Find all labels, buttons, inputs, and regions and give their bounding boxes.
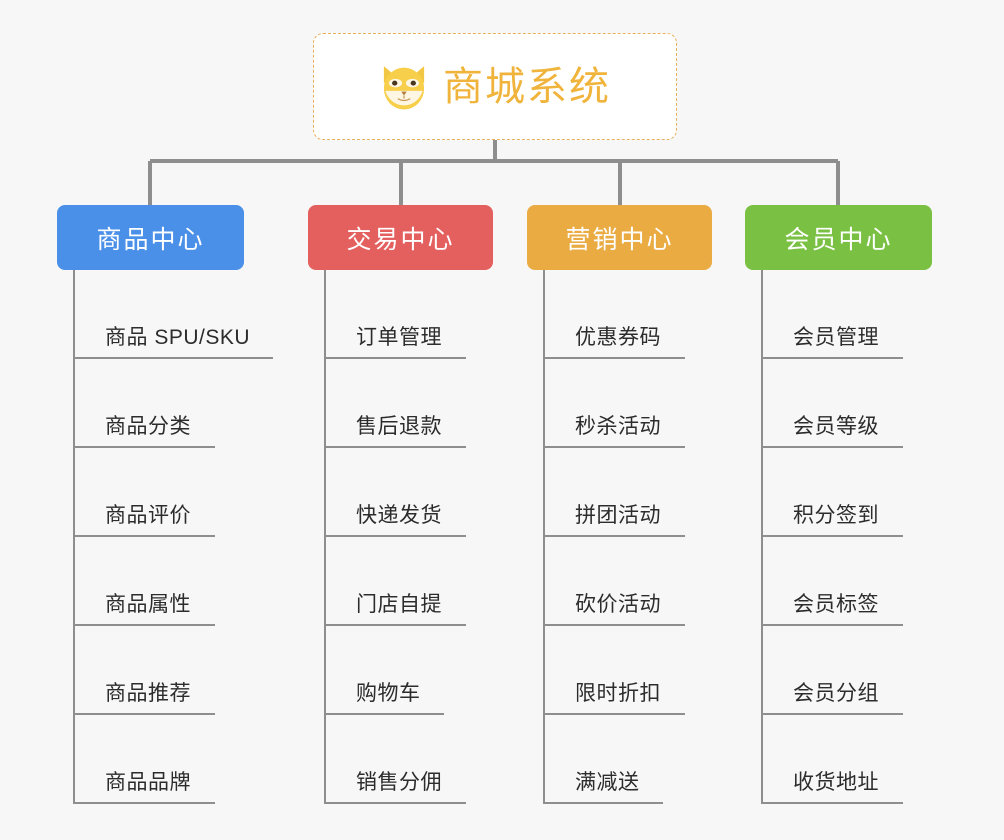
leaf-underline [73,446,215,448]
leaf-underline [324,624,466,626]
category-header-label: 商品中心 [96,225,205,254]
leaf-underline [761,713,903,715]
leaf-item-label: 购物车 [356,682,421,705]
leaf-item-label: 商品推荐 [105,682,191,705]
shiba-dog-face-icon [383,65,425,109]
branch-spine [324,270,326,804]
leaf-underline [324,713,444,715]
leaf-item-label: 售后退款 [356,415,442,438]
leaf-underline [761,446,903,448]
leaf-item-label: 商品属性 [105,593,191,616]
leaf-underline [324,357,466,359]
category-header-label: 营销中心 [565,225,674,254]
category-header[interactable]: 交易中心 [308,205,493,270]
root-title: 商城系统 [443,64,611,109]
category-header[interactable]: 会员中心 [745,205,932,270]
leaf-item-label: 拼团活动 [575,504,661,527]
leaf-underline [73,357,273,359]
leaf-item-label: 积分签到 [793,504,879,527]
leaf-underline [761,535,903,537]
category-header[interactable]: 商品中心 [57,205,244,270]
leaf-item-label: 会员等级 [793,415,879,438]
branch-spine [761,270,763,804]
leaf-item-label: 商品分类 [105,415,191,438]
leaf-underline [543,713,685,715]
leaf-underline [73,802,215,804]
leaf-item-label: 快递发货 [356,504,442,527]
leaf-underline [324,535,466,537]
leaf-underline [761,624,903,626]
root-node[interactable]: 商城系统 [313,33,677,140]
leaf-item-label: 秒杀活动 [575,415,661,438]
leaf-underline [73,713,215,715]
category-header-label: 会员中心 [784,225,893,254]
leaf-item-label: 商品 SPU/SKU [105,326,251,349]
leaf-underline [761,357,903,359]
category-header[interactable]: 营销中心 [527,205,712,270]
leaf-underline [543,357,685,359]
leaf-underline [73,535,215,537]
leaf-item-label: 优惠券码 [575,326,661,349]
leaf-item-label: 订单管理 [356,326,442,349]
leaf-item-label: 销售分佣 [356,771,442,794]
leaf-underline [73,624,215,626]
leaf-underline [761,802,903,804]
leaf-underline [543,446,685,448]
leaf-item-label: 门店自提 [356,593,442,616]
leaf-item-label: 商品评价 [105,504,191,527]
leaf-underline [324,446,466,448]
leaf-item-label: 收货地址 [793,771,879,794]
leaf-item-label: 会员标签 [793,593,879,616]
leaf-item-label: 满减送 [575,771,640,794]
leaf-item-label: 限时折扣 [575,682,661,705]
leaf-item-label: 商品品牌 [105,771,191,794]
leaf-underline [543,802,663,804]
leaf-item-label: 会员管理 [793,326,879,349]
leaf-item-label: 砍价活动 [575,593,661,616]
leaf-underline [324,802,466,804]
leaf-underline [543,624,685,626]
branch-spine [543,270,545,804]
category-header-label: 交易中心 [346,225,455,254]
leaf-item-label: 会员分组 [793,682,879,705]
branch-spine [73,270,75,804]
leaf-underline [543,535,685,537]
